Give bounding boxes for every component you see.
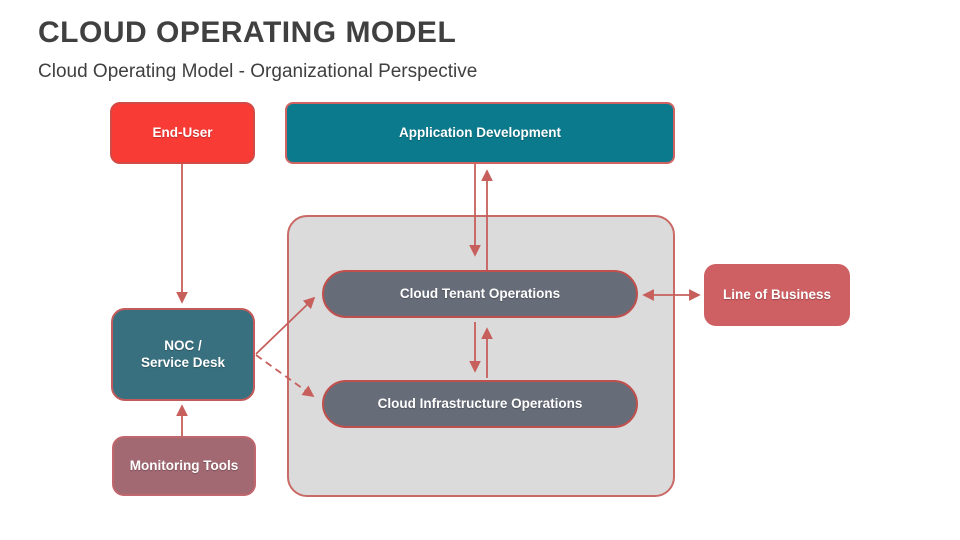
node-application-development: Application Development: [285, 102, 675, 164]
node-noc-service-desk: NOC / Service Desk: [111, 308, 255, 401]
node-monitoring-tools: Monitoring Tools: [112, 436, 256, 496]
node-cloud-tenant-operations: Cloud Tenant Operations: [322, 270, 638, 318]
node-cloud-infrastructure-operations: Cloud Infrastructure Operations: [322, 380, 638, 428]
node-line-of-business: Line of Business: [704, 264, 850, 326]
page-subtitle: Cloud Operating Model - Organizational P…: [38, 61, 478, 82]
page-title: CLOUD OPERATING MODEL: [38, 16, 457, 49]
noc-label-line2: Service Desk: [140, 354, 226, 370]
cloud-operations-group-container: [287, 215, 675, 497]
noc-label-line1: NOC /: [164, 337, 202, 353]
node-end-user: End-User: [110, 102, 255, 164]
